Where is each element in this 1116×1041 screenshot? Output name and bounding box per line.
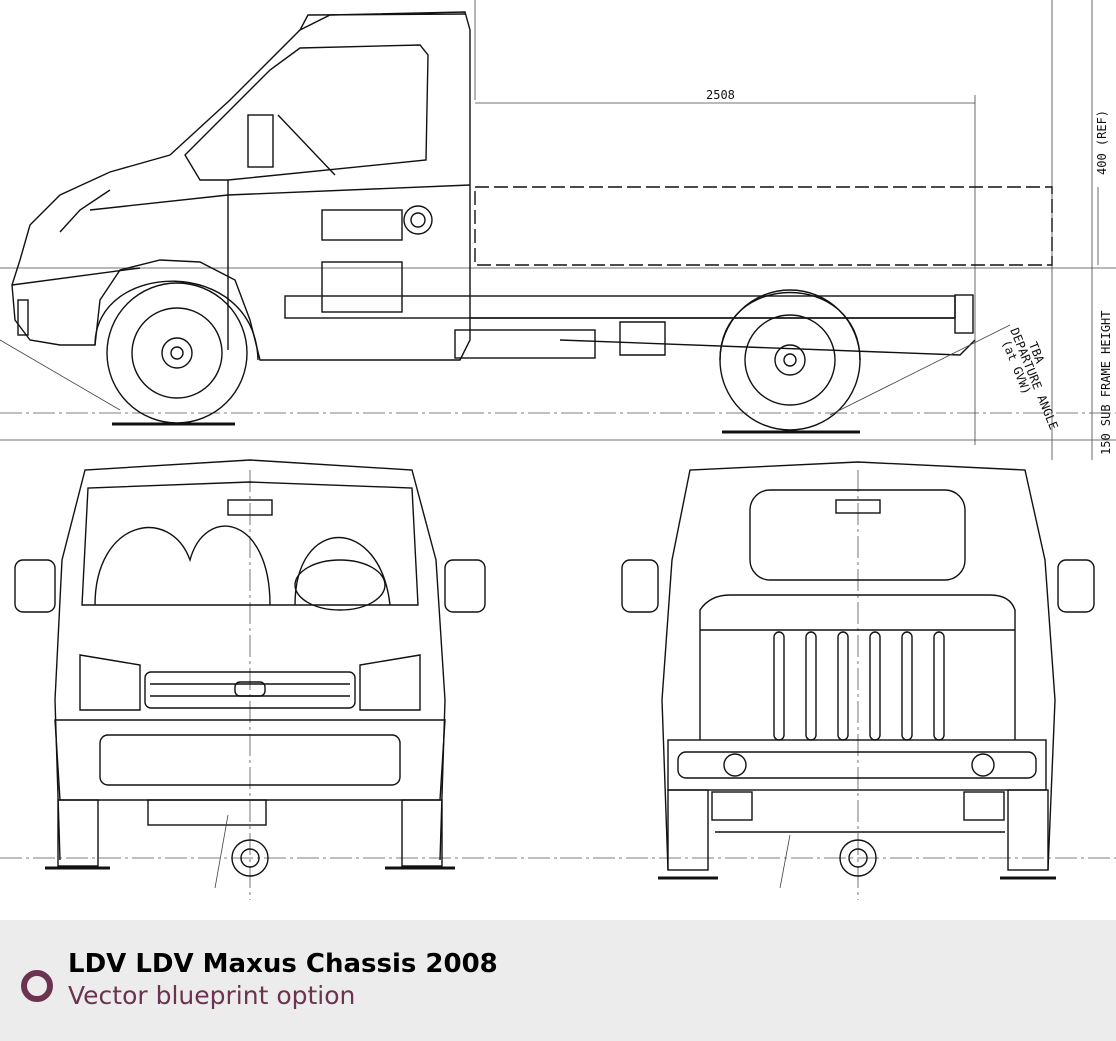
circle-bullet-icon bbox=[21, 970, 53, 1002]
dim-400-ref: 400 (REF) bbox=[1095, 110, 1109, 175]
rear-view bbox=[560, 461, 1116, 900]
dim-2508: 2508 bbox=[706, 88, 735, 102]
blueprint-title: LDV LDV Maxus Chassis 2008 bbox=[68, 949, 498, 979]
front-view bbox=[0, 459, 560, 900]
caption-bar bbox=[0, 920, 1116, 1041]
dim-subframe: 150 SUB FRAME HEIGHT bbox=[1099, 311, 1113, 456]
blueprint-drawing: 2508 400 (REF) 150 SUB FRAME HEIGHT TBA … bbox=[0, 0, 1116, 900]
side-view: 2508 400 (REF) 150 SUB FRAME HEIGHT TBA … bbox=[0, 0, 1116, 460]
blueprint-subtitle-link[interactable]: Vector blueprint option bbox=[68, 981, 356, 1010]
